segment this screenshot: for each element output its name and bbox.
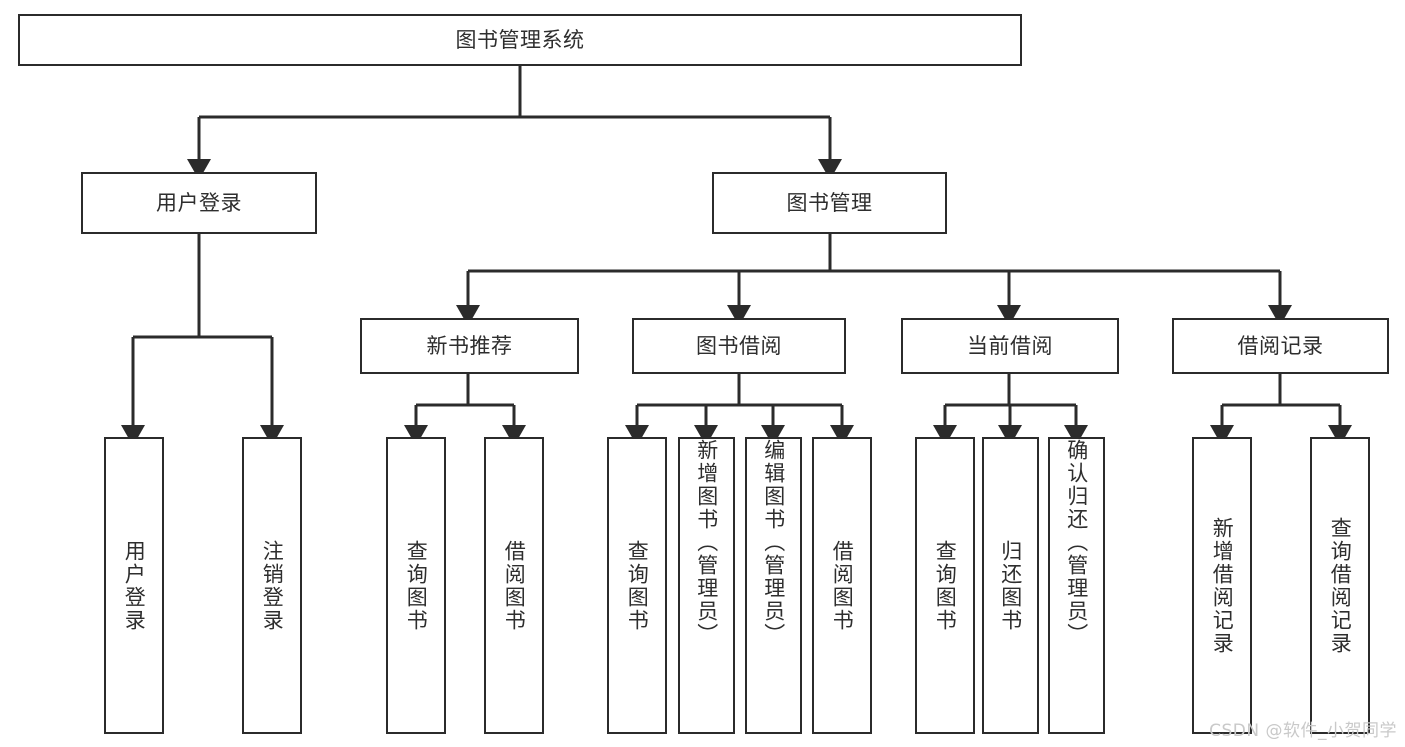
node-book-manage-label: 图书管理	[786, 190, 873, 215]
node-leaf-add-book-admin-label: 新增图书（管理员）	[694, 439, 719, 646]
node-leaf-edit-book-admin[interactable]: 编辑图书（管理员）	[745, 437, 802, 734]
node-leaf-confirm-return-admin-label: 确认归还（管理员）	[1064, 439, 1089, 646]
node-new-book-recommend-label: 新书推荐	[426, 333, 513, 358]
node-leaf-borrow-book-2-label: 借阅图书	[830, 539, 855, 632]
node-leaf-borrow-book-2[interactable]: 借阅图书	[812, 437, 872, 734]
node-book-manage[interactable]: 图书管理	[712, 172, 947, 234]
node-current-borrow-label: 当前借阅	[967, 333, 1053, 358]
node-book-borrow-label: 图书借阅	[696, 333, 782, 358]
node-borrow-record[interactable]: 借阅记录	[1172, 318, 1389, 374]
node-leaf-query-borrow-record-label: 查询借阅记录	[1328, 516, 1353, 655]
watermark-text: CSDN @软件_小贺同学	[1209, 721, 1397, 741]
node-leaf-edit-book-admin-label: 编辑图书（管理员）	[761, 439, 786, 646]
node-borrow-record-label: 借阅记录	[1237, 333, 1324, 358]
node-current-borrow[interactable]: 当前借阅	[901, 318, 1119, 374]
node-leaf-add-book-admin[interactable]: 新增图书（管理员）	[678, 437, 735, 734]
node-book-borrow[interactable]: 图书借阅	[632, 318, 846, 374]
node-leaf-query-book-3-label: 查询图书	[933, 539, 958, 632]
node-leaf-return-book[interactable]: 归还图书	[982, 437, 1039, 734]
node-leaf-add-borrow-record[interactable]: 新增借阅记录	[1192, 437, 1252, 734]
node-leaf-borrow-book-1-label: 借阅图书	[502, 539, 527, 632]
node-leaf-user-login[interactable]: 用户登录	[104, 437, 164, 734]
node-new-book-recommend[interactable]: 新书推荐	[360, 318, 579, 374]
node-leaf-borrow-book-1[interactable]: 借阅图书	[484, 437, 544, 734]
node-leaf-query-book-2[interactable]: 查询图书	[607, 437, 667, 734]
node-leaf-logout-label: 注销登录	[260, 539, 285, 632]
node-leaf-query-book-1[interactable]: 查询图书	[386, 437, 446, 734]
node-root-label: 图书管理系统	[455, 27, 585, 52]
node-root[interactable]: 图书管理系统	[18, 14, 1022, 66]
node-leaf-confirm-return-admin[interactable]: 确认归还（管理员）	[1048, 437, 1105, 734]
node-leaf-query-book-1-label: 查询图书	[404, 539, 429, 632]
node-leaf-return-book-label: 归还图书	[998, 539, 1023, 632]
node-leaf-query-book-2-label: 查询图书	[625, 539, 650, 632]
node-leaf-query-borrow-record[interactable]: 查询借阅记录	[1310, 437, 1370, 734]
node-leaf-user-login-label: 用户登录	[122, 539, 147, 632]
node-leaf-logout[interactable]: 注销登录	[242, 437, 302, 734]
node-user-login-label: 用户登录	[156, 190, 242, 215]
node-leaf-query-book-3[interactable]: 查询图书	[915, 437, 975, 734]
node-leaf-add-borrow-record-label: 新增借阅记录	[1210, 516, 1235, 655]
node-user-login[interactable]: 用户登录	[81, 172, 317, 234]
